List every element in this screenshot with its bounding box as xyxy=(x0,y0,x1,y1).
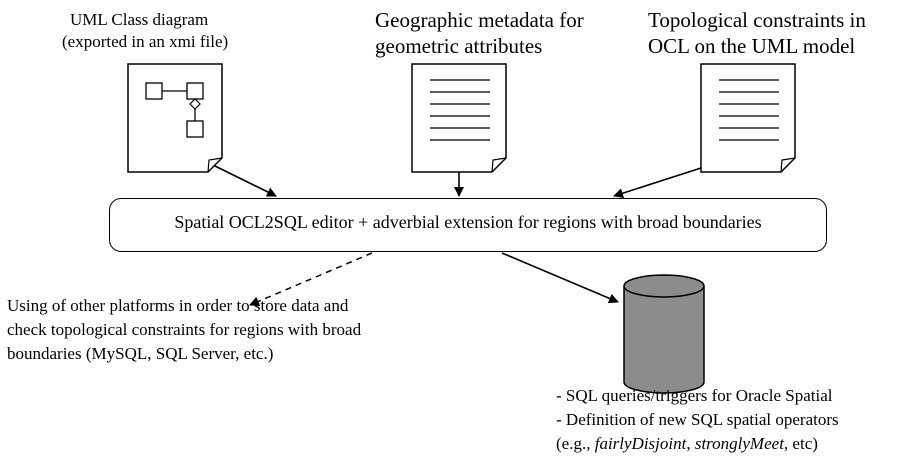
constraints-label-line2: OCL on the UML model xyxy=(648,34,856,58)
ocl2sql-editor-box: Spatial OCL2SQL editor + adverbial exten… xyxy=(109,198,827,252)
metadata-document-icon xyxy=(411,63,507,173)
other-platforms-line1: Using of other platforms in order to sto… xyxy=(7,296,349,315)
operator-strongly-meet: stronglyMeet xyxy=(694,434,784,453)
constraints-document-icon xyxy=(700,63,796,173)
other-platforms-line2: check topological constraints for region… xyxy=(7,320,362,339)
uml-document-icon xyxy=(127,63,223,173)
operator-fairly-disjoint: fairlyDisjoint xyxy=(594,434,687,453)
constraints-label-line1: Topological constraints in xyxy=(648,8,866,32)
arrow-constraints-to-editor xyxy=(613,167,702,199)
uml-diagram-label-line2: (exported in an xmi file) xyxy=(62,32,229,51)
outputs-line3-prefix: (e.g., xyxy=(556,434,595,453)
database-icon xyxy=(623,274,705,394)
uml-diagram-label-line1: UML Class diagram xyxy=(70,10,209,29)
outputs-line3-sep: , xyxy=(686,434,695,453)
metadata-label-line1: Geographic metadata for xyxy=(375,8,584,32)
ocl2sql-editor-label: Spatial OCL2SQL editor + adverbial exten… xyxy=(174,212,762,232)
outputs-line3: (e.g., fairlyDisjoint, stronglyMeet, etc… xyxy=(556,434,818,454)
outputs-line2: - Definition of new SQL spatial operator… xyxy=(556,410,839,429)
metadata-label-line2: geometric attributes xyxy=(375,34,543,58)
arrow-editor-to-database xyxy=(501,252,619,304)
other-platforms-line3: boundaries (MySQL, SQL Server, etc.) xyxy=(7,344,274,363)
dashed-arrow-to-other-platforms xyxy=(249,252,373,307)
arrow-uml-to-editor xyxy=(214,165,277,197)
outputs-line1: - SQL queries/triggers for Oracle Spatia… xyxy=(556,386,833,405)
outputs-line3-suffix: , etc) xyxy=(783,434,818,453)
